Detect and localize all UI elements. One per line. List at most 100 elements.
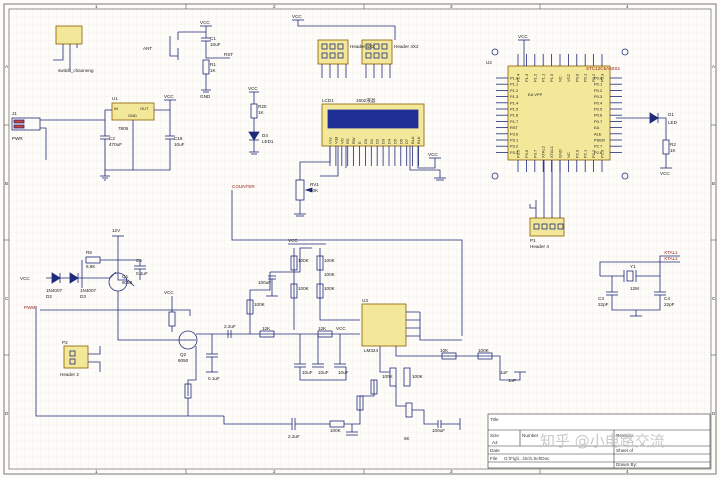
jack-ref: J1 [12, 111, 17, 116]
opamp-lm324 [361, 303, 407, 347]
counter-label: COUNTER [232, 184, 255, 189]
header-p2-label: Header 2 [60, 372, 79, 377]
mcu-top-pin-label: VCC [566, 73, 571, 82]
mcu-right-pin-label: P0.0 [594, 76, 603, 81]
mcu-bottom-pin-label: P2.0 [574, 149, 579, 158]
diode-d2-ref: D2 [46, 294, 52, 299]
crystal-ref: Y1 [630, 264, 636, 269]
vcc-label-6: VCC [518, 34, 528, 39]
header-p2-ref: P2 [62, 340, 68, 345]
mcu-bottom-pin-label: GND [558, 149, 563, 158]
res-r20-ref: R20 [258, 104, 267, 109]
cap-c3-ref: C3 [598, 296, 604, 301]
mcu-left-pin-label: P1.0 [510, 76, 519, 81]
led-d4-ref: D4 [262, 133, 268, 138]
lcd-pin-label: D7 [404, 138, 409, 144]
cap-c18-value: 10uF [174, 142, 185, 147]
mcu-left-pin-label: P1.5 [510, 107, 519, 112]
mcu-stc12c5a60s2 [507, 65, 611, 161]
mcu-right-pin-label: ALE [594, 131, 602, 136]
cap-c18-ref: C18 [174, 136, 183, 141]
mcu-right-pin-label: P0.6 [594, 113, 603, 118]
frame-row-b: B [5, 181, 8, 186]
antenna-label: ANT [143, 46, 152, 51]
frame-col-2: 2 [273, 4, 276, 9]
frame-col-3-bottom: 3 [450, 469, 453, 474]
drawing-frame: 1 2 3 4 1 2 3 4 A B C D A B C D [3, 3, 717, 475]
vcc-label-4: VCC [292, 14, 302, 19]
frame-col-4: 4 [626, 4, 629, 9]
lcd-pin-label: Vss [328, 137, 333, 144]
lcd-pin-label: VO [339, 138, 344, 144]
watermark: 知乎 @小电路交流 [540, 432, 665, 450]
res-r20-value: 1K [258, 110, 265, 115]
mcu-left-pin-label: P3.3 [510, 150, 519, 155]
q2-part: 8050 [178, 358, 189, 363]
header-2-p2 [63, 345, 89, 369]
lcd-pin-label: D6 [398, 138, 403, 144]
diode-d3-ref: D3 [80, 294, 86, 299]
mcu-top-pin-label: NC [558, 76, 563, 82]
mcu-inner-text: EA VPP [528, 92, 543, 97]
mcu-right-pin-label: P0.1 [594, 82, 603, 87]
mcu-left-pin-label: RST [510, 125, 519, 130]
vcc-label-8: VCC [20, 276, 30, 281]
vreg-pin-gnd: GND [128, 113, 137, 118]
resistor-value: 100K [330, 428, 342, 433]
lcd-pin-label: RS [345, 138, 350, 144]
lcd-pin-label: D5 [392, 138, 397, 144]
pwm-label: PWM [24, 305, 35, 310]
capacitor-value: 0.1uF [208, 376, 220, 381]
led-d4-label: LED1 [262, 139, 274, 144]
cap-c5-ref: C5 [136, 258, 142, 263]
resistor-value: 100K [478, 348, 490, 353]
mcu-bottom-pin-label: P3.7 [532, 149, 537, 158]
number-label: Number [522, 433, 539, 438]
capacitor-value: 1uF [500, 370, 508, 375]
resistor-value: 100K [298, 258, 310, 263]
pot-rv1-value: 10K [310, 188, 319, 193]
vcc-label-1: VCC [164, 94, 174, 99]
diode-d3-part: 1N4007 [80, 288, 97, 293]
mcu-ref: U2 [486, 60, 492, 65]
resistor-value: 100K [324, 272, 336, 277]
cap-c2-ref: C2 [109, 136, 115, 141]
rst-label: RST [224, 52, 233, 57]
mcu-right-pin-label: EA [594, 125, 600, 130]
mcu-top-pin-label: P1.1 [541, 73, 546, 82]
lcd-pin-label: D4 [387, 138, 392, 144]
capacitor-value: 2.2uF [224, 324, 236, 329]
mcu-left-pin-label: P1.6 [510, 113, 519, 118]
res-r2-value: 1K [670, 148, 677, 153]
mcu-left-pin-label: P3.0 [510, 131, 519, 136]
vcc-label-2: VCC [200, 20, 210, 25]
header-j2-label: Header 4X2 [350, 44, 375, 49]
header-4x2-left [317, 39, 349, 65]
q1-part: 8050 [122, 280, 133, 285]
lcd-pin-label: BLA [410, 136, 415, 144]
sheet-label: Sheet of [616, 448, 634, 453]
res-r6-ref: R6 [86, 250, 92, 255]
mcu-bottom-pin-label: P2.1 [583, 149, 588, 158]
opamp-ref: U3 [362, 298, 368, 303]
mcu-top-pin-label: P0.2 [591, 73, 596, 82]
labels: switch_chaoneng U1 IN OUT GND 7805 C2 47… [12, 14, 678, 441]
mcu-top-pin-label: P0.0 [574, 73, 579, 82]
antenna-wire [169, 36, 178, 57]
frame-col-2-bottom: 2 [273, 469, 276, 474]
frame-col-1: 1 [95, 4, 98, 9]
cap-c4-value: 22pF [664, 302, 675, 307]
supply-12v: 12V [112, 228, 121, 233]
frame-row-a-right: A [712, 64, 716, 69]
resistor-value: 100K [254, 302, 266, 307]
capacitor-value: 1nF [508, 378, 516, 383]
mcu-right-pin-label: P0.5 [594, 107, 603, 112]
mcu-right-pin-label: P0.3 [594, 94, 603, 99]
resistor-value: 100K [324, 286, 336, 291]
mcu-top-pin-label: P1.0 [549, 73, 554, 82]
file-value: G:\Fig\\...\Sch.SchDoc [504, 456, 550, 461]
frame-row-b-right: B [712, 181, 715, 186]
frame-row-c-right: C [712, 296, 716, 301]
frame-row-c: C [5, 296, 9, 301]
